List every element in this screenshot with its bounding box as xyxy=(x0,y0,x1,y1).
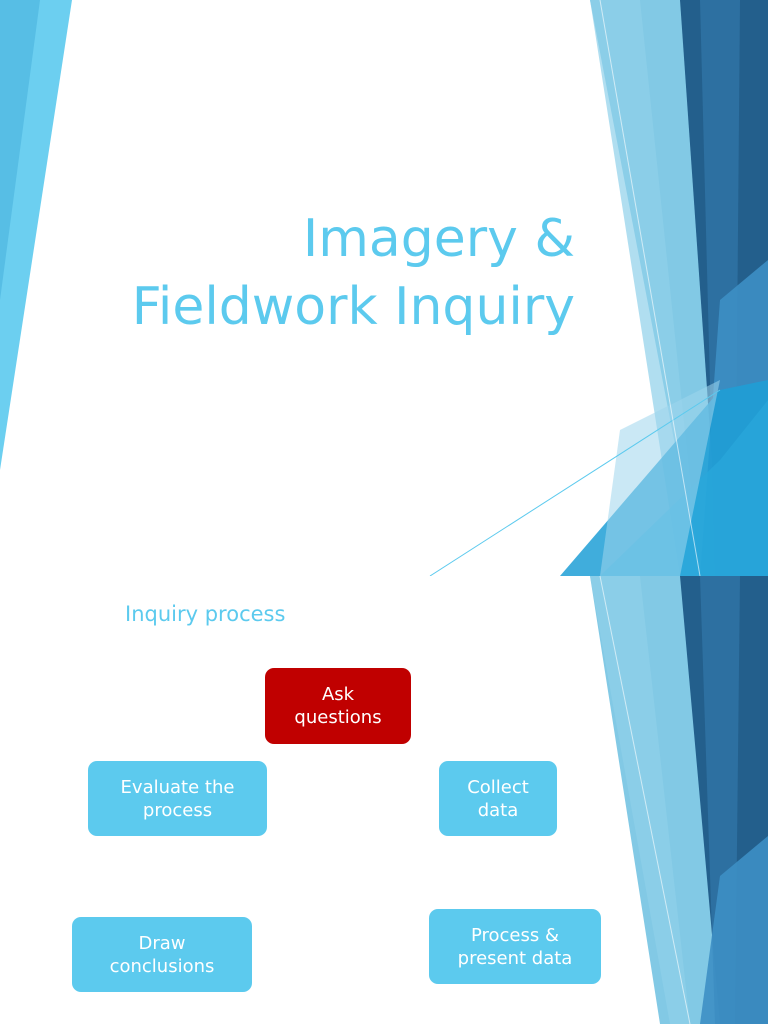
subheading: Inquiry process xyxy=(125,602,286,626)
step-evaluate-process: Evaluate the process xyxy=(88,761,267,836)
step-label: Ask questions xyxy=(294,684,382,728)
step-process-present-data: Process & present data xyxy=(429,909,601,984)
slide-decoration xyxy=(590,576,768,1024)
step-ask-questions: Ask questions xyxy=(265,668,411,744)
slide-title: Imagery & Fieldwork Inquiry xyxy=(60,205,575,341)
title-slide: Imagery & Fieldwork Inquiry xyxy=(0,0,768,576)
slide-decoration xyxy=(0,0,768,576)
step-label: Process & present data xyxy=(457,924,573,969)
step-label: Collect data xyxy=(467,776,529,821)
step-collect-data: Collect data xyxy=(439,761,557,836)
title-line-1: Imagery & xyxy=(302,209,575,269)
title-line-2: Fieldwork Inquiry xyxy=(131,277,575,337)
step-label: Draw conclusions xyxy=(109,932,215,977)
step-draw-conclusions: Draw conclusions xyxy=(72,917,252,992)
inquiry-process-slide: Inquiry process Ask questions Collect da… xyxy=(0,576,768,1024)
step-label: Evaluate the process xyxy=(120,776,235,821)
